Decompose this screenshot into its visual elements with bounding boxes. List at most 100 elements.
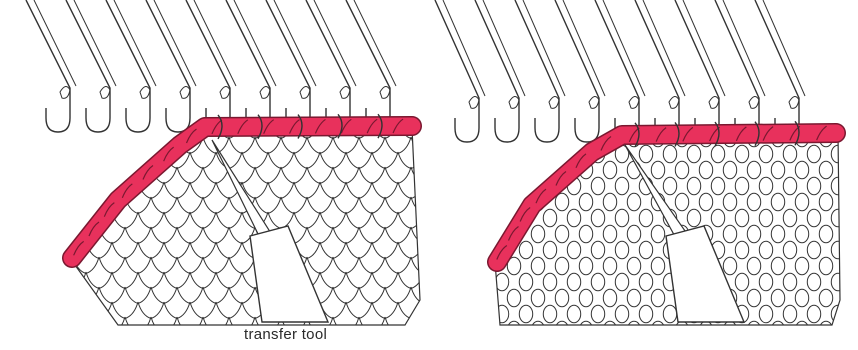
stitch xyxy=(424,152,450,169)
needle-shaft-edge xyxy=(723,0,765,96)
transfer-tool-label: transfer tool xyxy=(244,326,327,343)
stitch xyxy=(424,122,450,139)
stitch xyxy=(543,145,556,163)
stitch xyxy=(60,152,86,169)
needle xyxy=(266,0,310,132)
stitch xyxy=(99,167,125,184)
needle xyxy=(755,0,799,142)
needle-latch xyxy=(300,86,310,98)
needle xyxy=(635,0,679,142)
stitch xyxy=(411,317,437,334)
needle-shaft-edge xyxy=(443,0,485,96)
stitch xyxy=(60,302,86,319)
stitch xyxy=(483,161,496,179)
stitch xyxy=(73,167,99,184)
stitch xyxy=(519,177,532,195)
stitch xyxy=(424,272,450,289)
needle-latch xyxy=(509,96,519,108)
stitch xyxy=(86,152,112,169)
needle xyxy=(595,0,639,142)
stitch xyxy=(73,197,99,214)
needle-shaft-edge xyxy=(563,0,605,96)
needle-latch xyxy=(100,86,110,98)
right-panel xyxy=(435,0,845,339)
needle-latch xyxy=(709,96,719,108)
right-knitted-fabric xyxy=(483,129,844,339)
needle-latch xyxy=(749,96,759,108)
stitch xyxy=(507,161,520,179)
needle-shaft-edge xyxy=(274,0,316,86)
needle-shaft-edge xyxy=(314,0,356,86)
needle xyxy=(106,0,150,132)
needle-latch xyxy=(340,86,350,98)
needle-shaft-edge xyxy=(154,0,196,86)
needle-shaft-edge xyxy=(603,0,645,96)
needle-shaft-edge xyxy=(34,0,76,86)
stitch xyxy=(424,302,450,319)
needle xyxy=(675,0,719,142)
needle xyxy=(346,0,390,132)
stitch xyxy=(73,317,99,334)
stitch xyxy=(99,137,125,154)
stitch xyxy=(495,209,508,227)
needle-shaft-edge xyxy=(763,0,805,96)
needle-latch xyxy=(380,86,390,98)
needle-latch xyxy=(669,96,679,108)
left-panel xyxy=(26,0,450,334)
stitch xyxy=(411,137,437,154)
needle xyxy=(226,0,270,132)
stitch xyxy=(483,225,496,243)
needle-latch xyxy=(789,96,799,108)
needle-shaft-edge xyxy=(234,0,276,86)
stitch xyxy=(73,137,99,154)
stitch xyxy=(86,182,112,199)
stitch xyxy=(495,145,508,163)
needle-shaft-edge xyxy=(194,0,236,86)
needle-latch xyxy=(260,86,270,98)
stitch xyxy=(483,193,496,211)
needle-latch xyxy=(549,96,559,108)
needle-shaft-edge xyxy=(483,0,525,96)
stitch xyxy=(424,182,450,199)
needle xyxy=(715,0,759,142)
needle xyxy=(186,0,230,132)
needle-latch xyxy=(140,86,150,98)
needle xyxy=(306,0,350,132)
needle-latch xyxy=(589,96,599,108)
stitch xyxy=(531,161,544,179)
stitch xyxy=(125,137,151,154)
right-needle-bed xyxy=(435,0,805,142)
needle xyxy=(475,0,519,142)
stitch xyxy=(483,289,496,307)
left-needle-bed xyxy=(26,0,396,132)
needle-shaft-edge xyxy=(114,0,156,86)
needle xyxy=(66,0,110,132)
stitch xyxy=(112,152,138,169)
needle-latch xyxy=(180,86,190,98)
stitch xyxy=(519,145,532,163)
needle-shaft-edge xyxy=(354,0,396,86)
needle xyxy=(435,0,479,142)
stitch xyxy=(424,212,450,229)
needle xyxy=(26,0,70,132)
needle xyxy=(555,0,599,142)
needle-shaft-edge xyxy=(683,0,725,96)
stitch xyxy=(60,182,86,199)
needle-shaft-edge xyxy=(523,0,565,96)
needle-latch xyxy=(469,96,479,108)
stitch xyxy=(424,242,450,259)
stitch xyxy=(483,321,496,339)
stitch xyxy=(60,212,86,229)
stitch xyxy=(112,122,138,139)
needle-shaft-edge xyxy=(74,0,116,86)
stitch xyxy=(495,177,508,195)
needle-latch xyxy=(220,86,230,98)
needle xyxy=(515,0,559,142)
stitch xyxy=(138,122,164,139)
needle xyxy=(146,0,190,132)
needle-latch xyxy=(629,96,639,108)
needle-latch xyxy=(60,86,70,98)
needle-shaft-edge xyxy=(643,0,685,96)
fabric-outline xyxy=(70,128,420,325)
